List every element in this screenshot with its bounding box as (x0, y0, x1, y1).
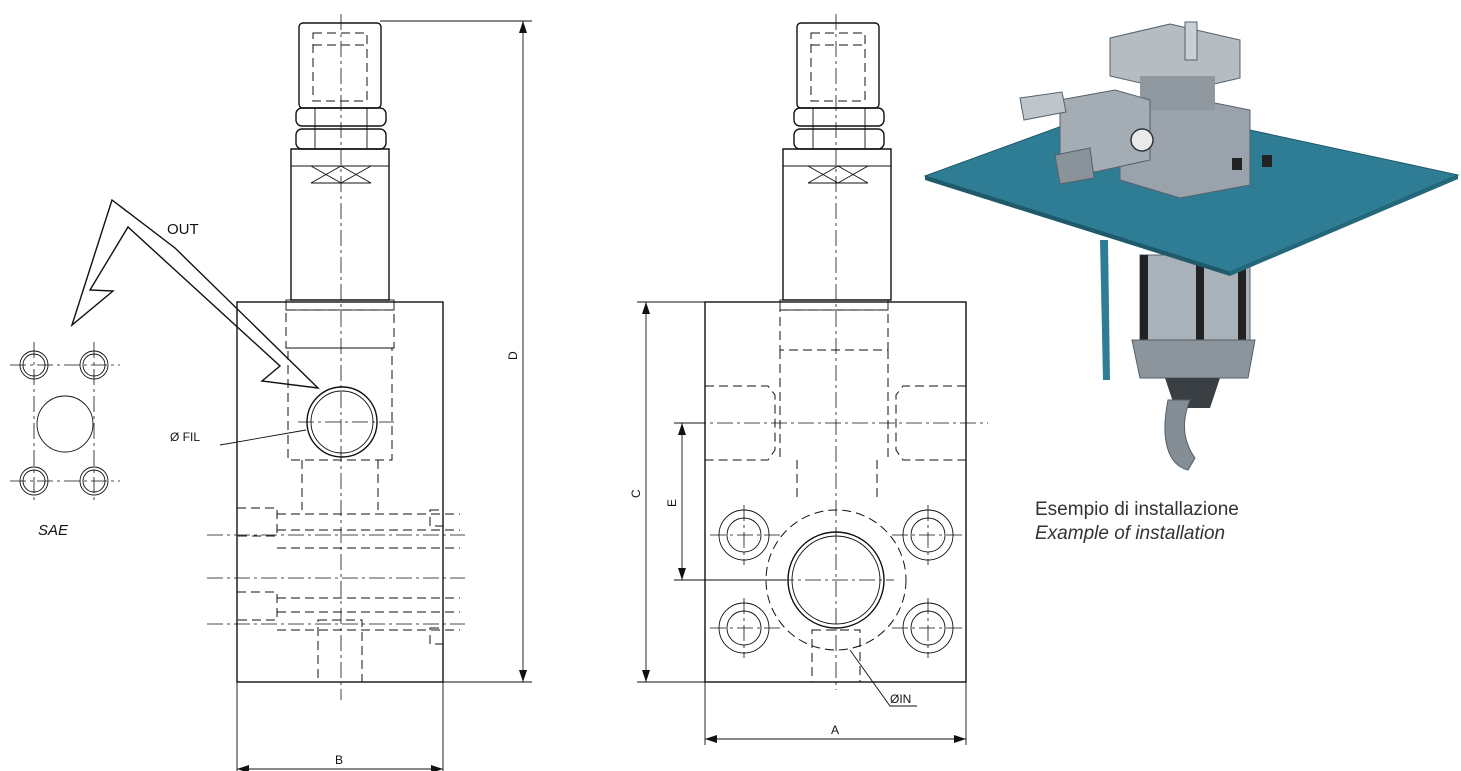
dim-a-label: A (831, 723, 839, 737)
installation-illustration (923, 21, 1460, 471)
caption-line-2: Example of installation (1035, 523, 1226, 544)
side-view: Ø FIL (170, 14, 465, 700)
dim-e-label: E (665, 499, 679, 507)
dim-b-label: B (335, 753, 343, 767)
caption-line-1: Esempio di installazione (1035, 499, 1239, 520)
front-view: ØIN (690, 14, 988, 707)
fil-label: Ø FIL (170, 430, 200, 444)
dim-e: E (665, 422, 786, 581)
sae-flange-pattern: SAE (10, 342, 120, 539)
dim-c: C (629, 301, 705, 683)
dim-d: D (380, 20, 532, 683)
dim-c-label: C (629, 489, 643, 498)
out-arrow: OUT (70, 198, 320, 389)
sae-label: SAE (38, 522, 69, 539)
inlet-label: ØIN (890, 692, 911, 706)
installation-caption: Esempio di installazione Example of inst… (1035, 498, 1239, 546)
dim-b: B (236, 682, 444, 771)
dim-d-label: D (506, 351, 520, 360)
out-label: OUT (167, 221, 199, 238)
dim-a: A (704, 682, 967, 745)
